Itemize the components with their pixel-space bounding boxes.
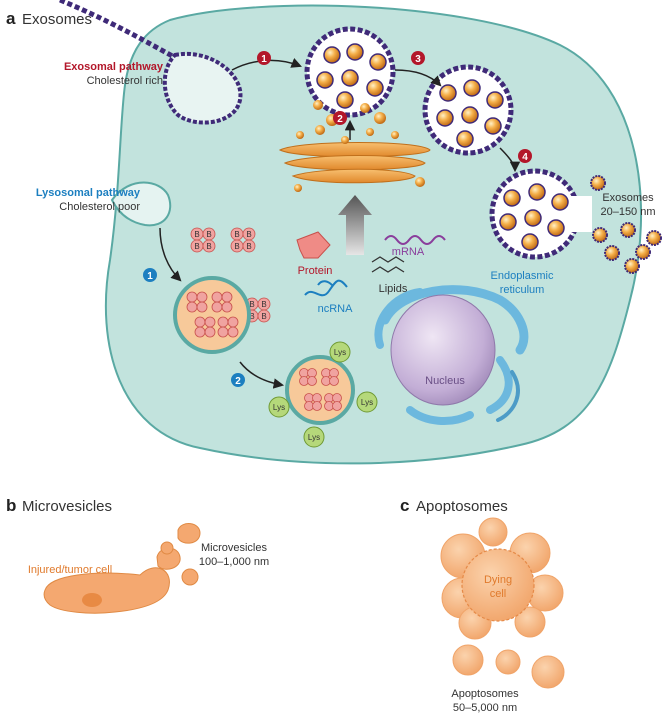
injured-tumor-cell bbox=[43, 567, 170, 614]
svg-text:B: B bbox=[206, 230, 211, 239]
injured-tumor-cell-label: Injured/tumor cell bbox=[28, 564, 112, 576]
mvb-stage-1 bbox=[304, 26, 396, 118]
svg-text:Lys: Lys bbox=[361, 398, 373, 407]
svg-text:B: B bbox=[246, 230, 251, 239]
svg-text:B: B bbox=[249, 300, 254, 309]
golgi-apparatus bbox=[278, 142, 431, 184]
svg-text:4: 4 bbox=[522, 152, 528, 163]
lipids-icon bbox=[371, 256, 405, 273]
nucleus-label: Nucleus bbox=[425, 375, 465, 387]
ncrna-label: ncRNA bbox=[318, 303, 354, 315]
mvb-stage-3 bbox=[422, 64, 514, 156]
svg-text:B: B bbox=[249, 312, 254, 321]
ncrna-icon bbox=[304, 279, 348, 297]
apoptosomes-size-label: 50–5,000 nm bbox=[453, 702, 517, 714]
cholesterol-rich-label: Cholesterol rich bbox=[87, 75, 163, 87]
mrna-icon bbox=[384, 235, 446, 245]
exosomal-step-3-badge: 3 bbox=[411, 51, 425, 65]
svg-text:B: B bbox=[261, 300, 266, 309]
exosomes-size-label: 20–150 nm bbox=[600, 206, 655, 218]
svg-text:2: 2 bbox=[337, 114, 343, 125]
cholesterol-poor-label: Cholesterol poor bbox=[59, 201, 140, 213]
svg-text:1: 1 bbox=[147, 271, 153, 282]
lys-enzymes: Lys Lys Lys Lys bbox=[268, 341, 378, 448]
protein-label: Protein bbox=[298, 265, 333, 277]
svg-text:2: 2 bbox=[235, 376, 241, 387]
cargo-arrow bbox=[338, 195, 372, 255]
svg-text:B: B bbox=[261, 312, 266, 321]
lipids-label: Lipids bbox=[379, 283, 408, 295]
microvesicles-label: Microvesicles bbox=[201, 542, 268, 554]
panel-a-letter: a bbox=[6, 9, 16, 28]
lysosomal-vesicle-stage-2 bbox=[285, 355, 355, 425]
arrow-lysosomal-2 bbox=[239, 361, 285, 389]
exosomal-step-1-badge: 1 bbox=[257, 51, 271, 65]
panel-b-letter: b bbox=[6, 496, 16, 515]
svg-text:B: B bbox=[246, 242, 251, 251]
nucleus bbox=[390, 294, 496, 406]
released-exosomes bbox=[590, 175, 662, 274]
er-label-line2: reticulum bbox=[500, 284, 545, 296]
svg-text:Lys: Lys bbox=[308, 433, 320, 442]
panel-c-title: Apoptosomes bbox=[416, 498, 508, 515]
exosomal-endocytic-vesicle bbox=[162, 51, 243, 125]
svg-text:B: B bbox=[206, 242, 211, 251]
svg-text:B: B bbox=[234, 230, 239, 239]
svg-text:B: B bbox=[234, 242, 239, 251]
lysosomal-step-1-badge: 1 bbox=[143, 268, 157, 282]
b-clusters-free: B B B B B B B B B B B B bbox=[190, 227, 271, 323]
exosomal-pathway-label: Exosomal pathway bbox=[64, 61, 164, 73]
svg-text:1: 1 bbox=[261, 54, 267, 65]
svg-text:Lys: Lys bbox=[273, 403, 285, 412]
exosomal-membrane-invagination bbox=[59, 0, 182, 63]
dying-cell-label-line1: Dying bbox=[484, 574, 512, 586]
svg-text:3: 3 bbox=[415, 54, 421, 65]
microvesicle-blobs bbox=[156, 523, 201, 586]
er-label-line1: Endoplasmic bbox=[491, 270, 554, 282]
panel-b-title: Microvesicles bbox=[22, 498, 112, 515]
lysosomal-pathway-label: Lysosomal pathway bbox=[36, 187, 141, 199]
svg-text:B: B bbox=[194, 230, 199, 239]
endoplasmic-reticulum bbox=[374, 285, 529, 425]
protein-icon bbox=[296, 231, 331, 259]
exosomes-label: Exosomes bbox=[602, 192, 654, 204]
svg-text:Lys: Lys bbox=[334, 348, 346, 357]
svg-text:B: B bbox=[194, 242, 199, 251]
dying-cell bbox=[461, 548, 535, 622]
dying-cell-label-line2: cell bbox=[490, 588, 507, 600]
exosomal-step-4-badge: 4 bbox=[518, 149, 532, 163]
lysosomal-step-2-badge: 2 bbox=[231, 373, 245, 387]
lysosomal-vesicle-stage-1 bbox=[173, 276, 251, 354]
exosomal-step-2-badge: 2 bbox=[333, 111, 347, 125]
mvb-stage-4-fusion bbox=[489, 168, 592, 260]
panel-c-letter: c bbox=[400, 496, 409, 515]
panel-a-title: Exosomes bbox=[22, 11, 92, 28]
mrna-label: mRNA bbox=[392, 246, 425, 258]
injured-cell-nucleus bbox=[82, 593, 102, 607]
microvesicles-size-label: 100–1,000 nm bbox=[199, 556, 269, 568]
arrow-step-3 bbox=[394, 69, 442, 87]
released-apoptosomes bbox=[452, 644, 565, 689]
arrow-step-4 bbox=[499, 147, 521, 173]
arrow-lysosomal-1 bbox=[159, 227, 182, 282]
apoptosomes-label: Apoptosomes bbox=[451, 688, 519, 700]
lysosomal-invagination bbox=[110, 181, 172, 227]
